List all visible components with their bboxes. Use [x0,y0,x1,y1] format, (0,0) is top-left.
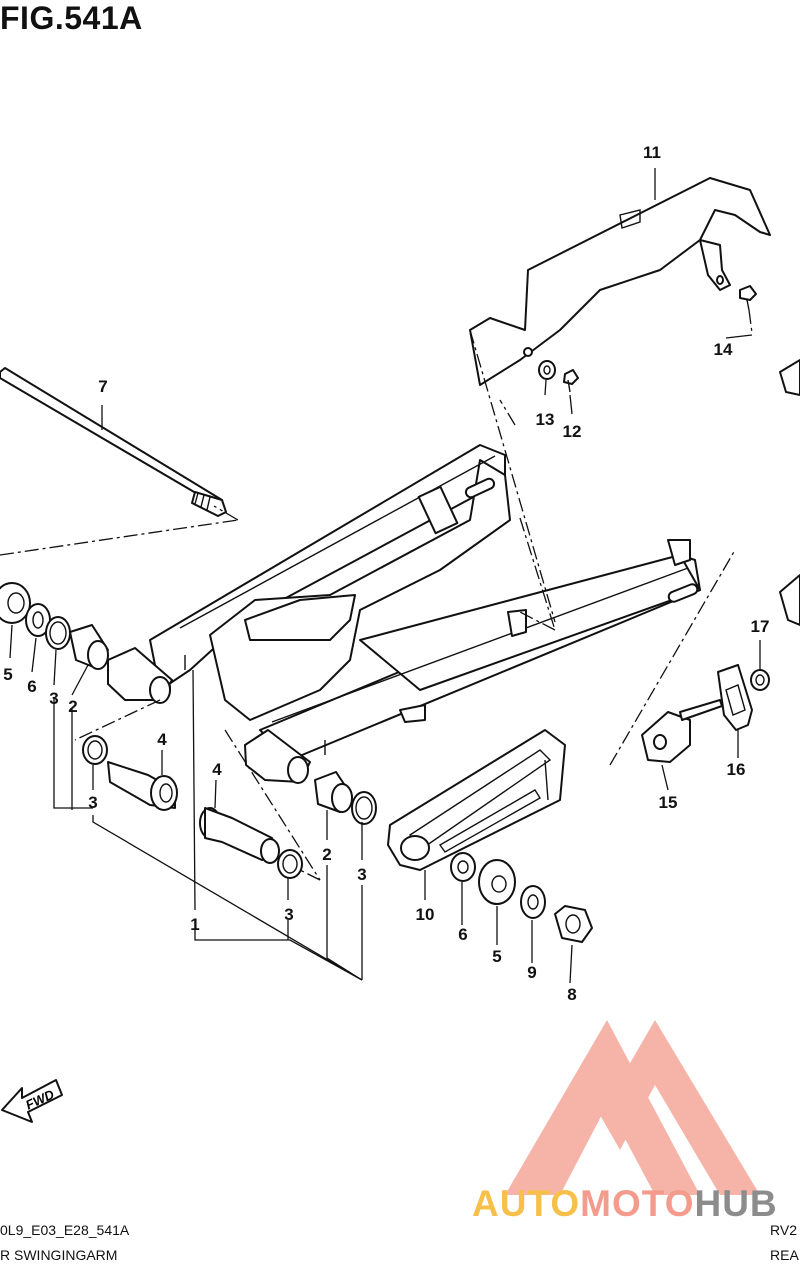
axle-shaft [0,367,239,556]
callout-3-right-a: 3 [284,905,293,924]
swingarm [107,444,701,784]
chain-adjuster [641,359,800,763]
callout-16: 16 [727,760,746,779]
callout-12: 12 [563,422,582,441]
callout-7: 7 [98,377,107,396]
chain-cover [469,177,771,386]
callout-4-right: 4 [212,760,222,779]
callout-3-left-a: 3 [49,689,58,708]
callout-1: 1 [190,915,199,934]
callout-2-right: 2 [322,845,331,864]
chain-guide [387,729,566,871]
callout-3-right-b: 3 [357,865,366,884]
callout-9: 9 [527,963,536,982]
footer-desc-right: REAI [770,1247,800,1263]
callout-8: 8 [567,985,576,1004]
callout-2-left: 2 [68,697,77,716]
callout-13: 13 [536,410,555,429]
nut-stack [450,852,593,943]
cover-fasteners [538,285,757,393]
callout-6-left: 6 [27,677,36,696]
footer-desc-left: R SWINGINGARM [0,1247,118,1263]
footer-code-left: 0L9_E03_E28_541A [0,1222,130,1238]
left-pivot-hardware [0,582,178,811]
callout-5-right: 5 [492,947,501,966]
leader-lines [9,168,761,984]
figure-title: FIG.541A [0,0,143,36]
assembly-lines [74,329,736,881]
watermark-part2: MOTO [580,1183,695,1224]
watermark-part1: AUTO [472,1183,581,1224]
right-pivot-hardware [199,771,377,879]
callout-11: 11 [643,143,661,162]
callout-5-left: 5 [3,665,12,684]
callout-10: 10 [416,905,435,924]
callout-labels: 7 11 14 13 12 17 16 15 10 6 5 9 8 5 6 3 … [3,143,769,1004]
callout-6-right: 6 [458,925,467,944]
callout-4-left: 4 [157,730,167,749]
callout-15: 15 [659,793,678,812]
fwd-arrow-icon: FWD [1,1079,63,1123]
callout-17: 17 [751,617,770,636]
watermark-text: AUTOMOTOHUB [472,1183,778,1225]
callout-14: 14 [714,340,733,359]
callout-3-left-b: 3 [88,793,97,812]
watermark-part3: HUB [694,1183,778,1224]
watermark-logo-icon [505,1020,760,1195]
footer-code-right: RV2 [770,1222,797,1238]
